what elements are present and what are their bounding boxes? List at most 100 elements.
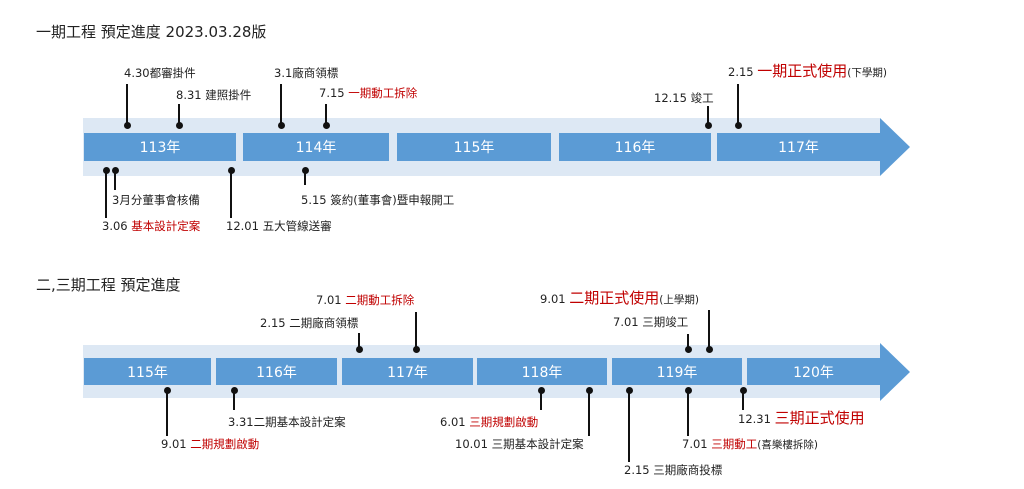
milestone-highlight: 一期正式使用 xyxy=(757,62,848,80)
phase1-title: 一期工程 預定進度 2023.03.28版 xyxy=(36,23,267,41)
milestone-line xyxy=(304,170,306,185)
milestone-dot xyxy=(685,346,692,353)
milestone-date: 7.15 xyxy=(319,86,349,100)
milestone-suffix: (下學期) xyxy=(847,67,887,79)
milestone-line xyxy=(114,170,116,190)
milestone-line xyxy=(737,84,739,125)
milestone-label: 12.15 竣工 xyxy=(654,90,714,106)
milestone-date: 12.01 xyxy=(226,219,263,233)
milestone-date: 9.01 xyxy=(161,437,191,451)
milestone-dot xyxy=(323,122,330,129)
milestone-label: 2.15 一期正式使用(下學期) xyxy=(728,63,887,81)
milestone-line xyxy=(166,390,168,436)
milestone-text: 簽約(董事會)暨申報開工 xyxy=(330,193,455,207)
milestone-label: 8.31 建照掛件 xyxy=(176,87,251,103)
milestone-label: 7.15 一期動工拆除 xyxy=(319,85,417,101)
milestone-text: 五大管線送審 xyxy=(262,219,332,233)
milestone-date: 3月分 xyxy=(112,193,143,207)
milestone-date: 10.01 xyxy=(455,437,492,451)
milestone-label: 6.01 三期規劃啟動 xyxy=(440,414,538,430)
milestone-line xyxy=(687,334,689,349)
milestone-dot xyxy=(228,167,235,174)
milestone-text: 廠商領標 xyxy=(292,66,339,80)
milestone-label: 7.01 二期動工拆除 xyxy=(316,292,414,308)
milestone-text: 三期基本設計定案 xyxy=(491,437,584,451)
milestone-date: 2.15 xyxy=(624,463,654,477)
milestone-label: 9.01 二期規劃啟動 xyxy=(161,436,259,452)
milestone-suffix: (上學期) xyxy=(659,294,699,306)
milestone-date: 9.01 xyxy=(540,292,570,306)
milestone-label: 3.31二期基本設計定案 xyxy=(228,414,346,430)
milestone-label: 10.01 三期基本設計定案 xyxy=(455,436,584,452)
milestone-date: 7.01 xyxy=(316,293,346,307)
milestone-text: 都審掛件 xyxy=(149,66,196,80)
milestone-highlight: 基本設計定案 xyxy=(131,219,201,233)
milestone-dot xyxy=(586,387,593,394)
milestone-dot xyxy=(740,387,747,394)
milestone-suffix: (喜樂樓拆除) xyxy=(757,439,818,451)
milestone-line xyxy=(358,333,360,349)
milestone-dot xyxy=(112,167,119,174)
milestone-label: 2.15 二期廠商領標 xyxy=(260,315,358,331)
milestone-date: 12.31 xyxy=(738,412,775,426)
milestone-dot xyxy=(706,346,713,353)
milestone-date: 3.31 xyxy=(228,415,254,429)
milestone-label: 3.06 基本設計定案 xyxy=(102,218,200,234)
milestone-dot xyxy=(685,387,692,394)
year-117: 117年 xyxy=(717,133,880,161)
milestone-line xyxy=(178,104,180,125)
milestone-line xyxy=(540,390,542,410)
milestone-text: 三期廠商投標 xyxy=(653,463,723,477)
milestone-dot xyxy=(103,167,110,174)
milestone-dot xyxy=(356,346,363,353)
milestone-line xyxy=(628,390,630,462)
milestone-date: 3.1 xyxy=(274,66,293,80)
milestone-line xyxy=(588,390,590,436)
year-113: 113年 xyxy=(84,133,236,161)
milestone-date: 7.01 xyxy=(613,315,643,329)
milestone-highlight: 二期動工拆除 xyxy=(345,293,415,307)
milestone-line xyxy=(687,390,689,436)
milestone-line xyxy=(708,310,710,349)
milestone-highlight: 三期規劃啟動 xyxy=(469,415,539,429)
milestone-label: 3.1廠商領標 xyxy=(274,65,338,81)
milestone-label: 12.01 五大管線送審 xyxy=(226,218,332,234)
milestone-label: 2.15 三期廠商投標 xyxy=(624,462,722,478)
milestone-text: 竣工 xyxy=(690,91,714,105)
milestone-line xyxy=(105,170,107,218)
milestone-dot xyxy=(705,122,712,129)
milestone-line xyxy=(126,84,128,125)
year-116: 116年 xyxy=(216,358,337,385)
milestone-date: 5.15 xyxy=(301,193,331,207)
milestone-date: 7.01 xyxy=(682,437,712,451)
milestone-line xyxy=(280,84,282,125)
year-117: 117年 xyxy=(342,358,473,385)
milestone-date: 4.30 xyxy=(124,66,150,80)
milestone-dot xyxy=(278,122,285,129)
milestone-label: 12.31 三期正式使用 xyxy=(738,410,865,427)
milestone-line xyxy=(230,170,232,218)
milestone-dot xyxy=(735,122,742,129)
year-120: 120年 xyxy=(747,358,880,385)
milestone-date: 2.15 xyxy=(260,316,290,330)
milestone-dot xyxy=(231,387,238,394)
year-119: 119年 xyxy=(612,358,742,385)
milestone-highlight: 三期正式使用 xyxy=(774,409,865,427)
year-116: 116年 xyxy=(559,133,711,161)
milestone-highlight: 一期動工拆除 xyxy=(348,86,418,100)
milestone-dot xyxy=(302,167,309,174)
milestone-label: 3月分董事會核備 xyxy=(112,192,200,208)
milestone-date: 12.15 xyxy=(654,91,691,105)
milestone-text: 二期基本設計定案 xyxy=(253,415,346,429)
year-114: 114年 xyxy=(243,133,389,161)
milestone-date: 6.01 xyxy=(440,415,470,429)
milestone-label: 7.01 三期竣工 xyxy=(613,314,688,330)
milestone-dot xyxy=(164,387,171,394)
milestone-dot xyxy=(124,122,131,129)
arrow-head xyxy=(880,343,910,401)
milestone-date: 3.06 xyxy=(102,219,132,233)
milestone-line xyxy=(325,104,327,125)
milestone-label: 7.01 三期動工(喜樂樓拆除) xyxy=(682,436,818,453)
milestone-label: 4.30都審掛件 xyxy=(124,65,196,81)
milestone-dot xyxy=(538,387,545,394)
